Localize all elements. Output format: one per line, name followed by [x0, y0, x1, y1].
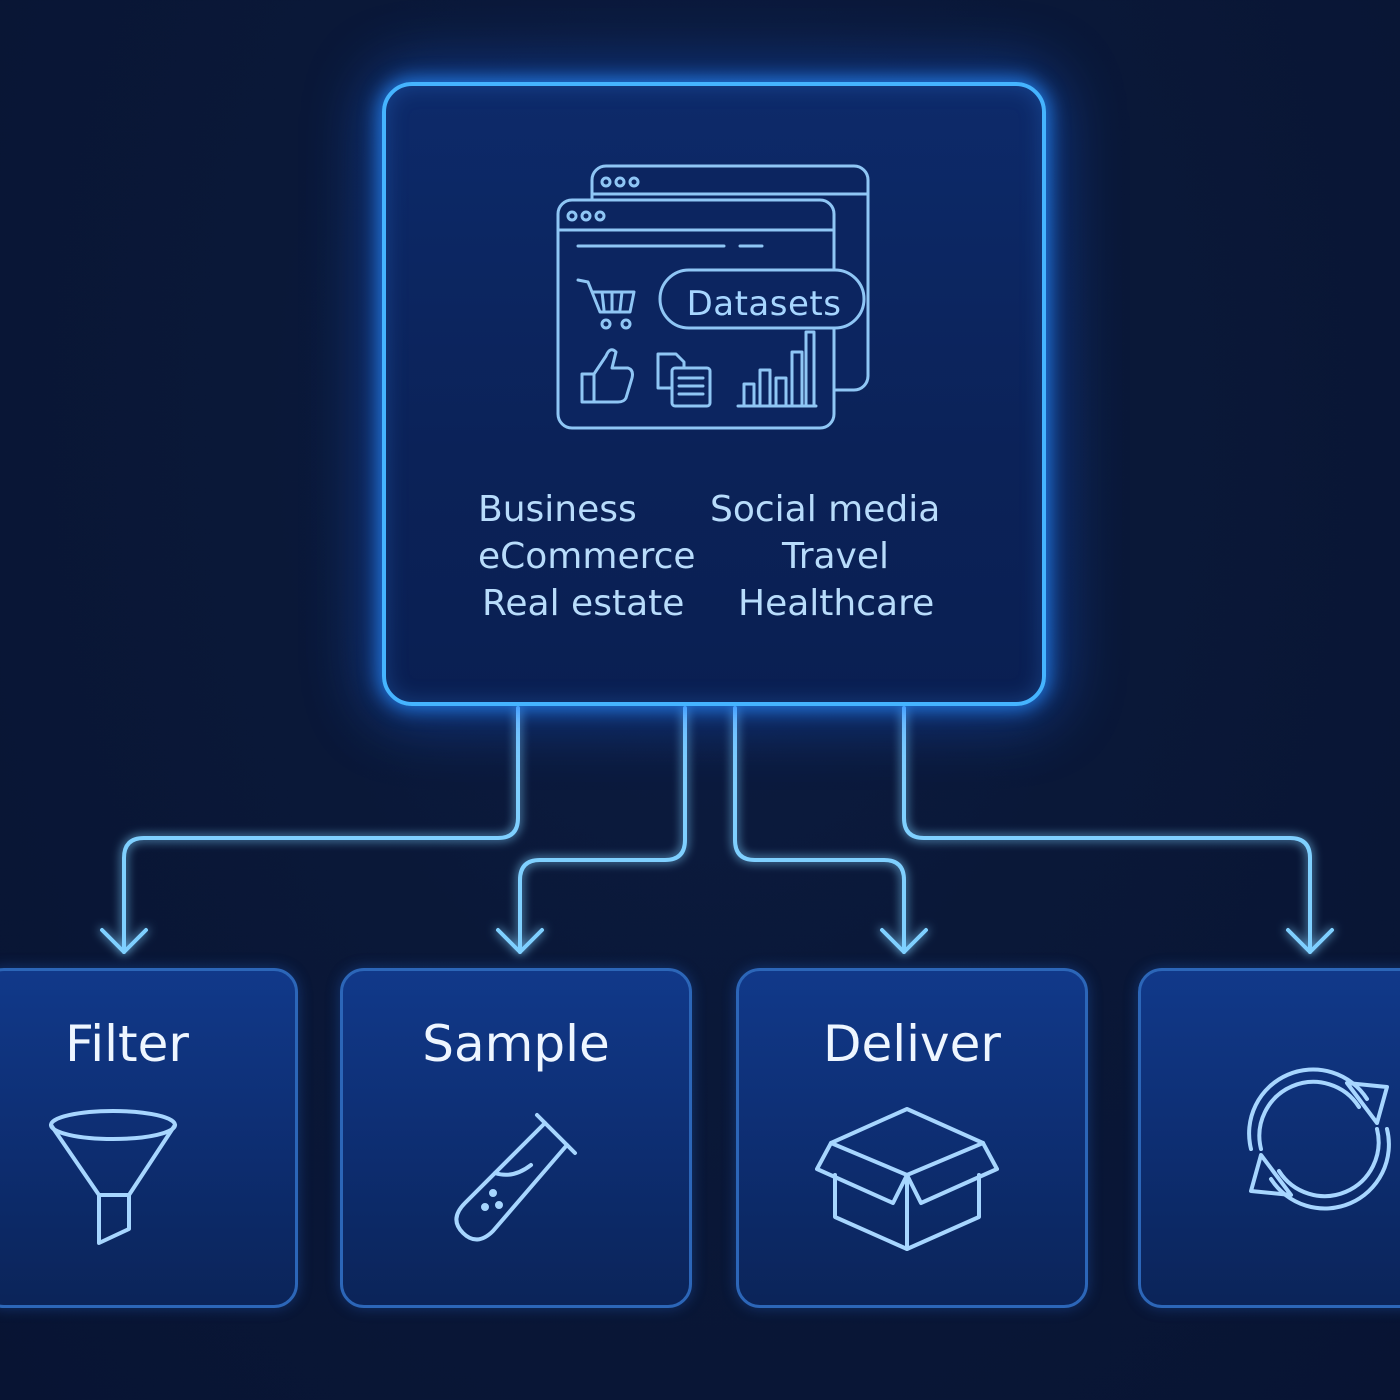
- connector-filter: [122, 706, 520, 954]
- bar-chart-icon: [736, 330, 818, 408]
- connector-refresh: [902, 706, 1312, 954]
- step-sample-title: Sample: [422, 1015, 610, 1073]
- arrowhead-sample: [496, 928, 544, 954]
- documents-icon: [656, 352, 712, 408]
- thumbs-up-icon: [580, 348, 634, 404]
- step-deliver: Deliver: [736, 968, 1088, 1308]
- datasets-source-box: Datasets Business eCommerce Real estate …: [382, 82, 1046, 706]
- category-business: Business: [478, 489, 637, 530]
- connector-deliver: [733, 706, 906, 954]
- category-healthcare: Healthcare: [738, 583, 935, 624]
- box-icon: [815, 1107, 999, 1251]
- category-real-estate: Real estate: [482, 583, 685, 624]
- browser-window-icon: [556, 164, 870, 430]
- datasets-badge: Datasets: [686, 284, 842, 324]
- arrowhead-deliver: [880, 928, 928, 954]
- arrowhead-refresh: [1286, 928, 1334, 954]
- category-list-left: Business eCommerce Real estate: [478, 486, 696, 627]
- funnel-icon: [49, 1109, 177, 1245]
- step-filter-title: Filter: [65, 1015, 189, 1073]
- category-ecommerce: eCommerce: [478, 536, 696, 577]
- category-travel: Travel: [782, 536, 890, 577]
- category-social-media: Social media: [710, 489, 941, 530]
- step-filter: Filter: [0, 968, 298, 1308]
- connector-sample: [518, 706, 687, 954]
- shopping-cart-icon: [576, 278, 636, 330]
- step-sample: Sample: [340, 968, 692, 1308]
- test-tube-icon: [454, 1113, 577, 1242]
- category-list-right: Social media Travel Healthcare: [706, 486, 940, 627]
- step-refresh: [1138, 968, 1400, 1308]
- step-deliver-title: Deliver: [823, 1015, 1001, 1073]
- refresh-icon: [1247, 1067, 1391, 1211]
- arrowhead-filter: [100, 928, 148, 954]
